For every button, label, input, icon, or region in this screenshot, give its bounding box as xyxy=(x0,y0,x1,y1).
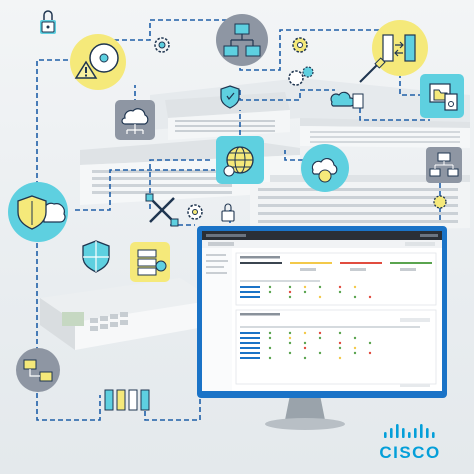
computer-network-icon xyxy=(426,147,462,183)
gear-icon xyxy=(154,37,170,53)
tools-icon xyxy=(359,57,386,83)
lock-icon xyxy=(40,10,56,34)
cisco-wordmark: CISCO xyxy=(379,443,440,462)
monitor xyxy=(197,226,447,430)
disc-warning-icon xyxy=(70,34,126,90)
shield-icon xyxy=(220,85,240,109)
dashboard-panel-bottom xyxy=(235,309,437,385)
shield-icon xyxy=(82,240,110,273)
gear-icon xyxy=(187,204,203,220)
folder-window-icon xyxy=(420,74,464,118)
lock-icon xyxy=(221,203,235,222)
cloud-network-icon xyxy=(115,100,155,140)
computer-link-icon xyxy=(16,348,60,392)
gear-icon xyxy=(292,37,308,53)
side-nav xyxy=(202,248,232,391)
monitor-stand xyxy=(285,395,325,420)
monitor-screen xyxy=(202,231,442,391)
device-table-top xyxy=(240,280,372,299)
gear-icon xyxy=(288,66,314,86)
server-transfer-icon xyxy=(372,20,428,76)
monitor-base xyxy=(265,418,345,430)
cisco-bridge-logo xyxy=(384,424,435,438)
gear-icon xyxy=(433,195,447,209)
globe-sync-icon xyxy=(216,136,264,184)
shield-cloud-icon xyxy=(8,182,68,242)
dashboard-panel-top xyxy=(235,252,437,306)
cloud-sync-icon xyxy=(301,144,349,192)
server-stack-icon xyxy=(104,389,150,411)
cisco-logo: CISCO xyxy=(379,424,440,462)
cloud-network-icon xyxy=(330,91,364,109)
tools-icon xyxy=(145,193,179,227)
network-topology-icon xyxy=(216,14,268,66)
app-header-bar xyxy=(202,231,442,240)
compact-switch xyxy=(40,278,215,350)
server-rack-icon xyxy=(130,242,170,282)
